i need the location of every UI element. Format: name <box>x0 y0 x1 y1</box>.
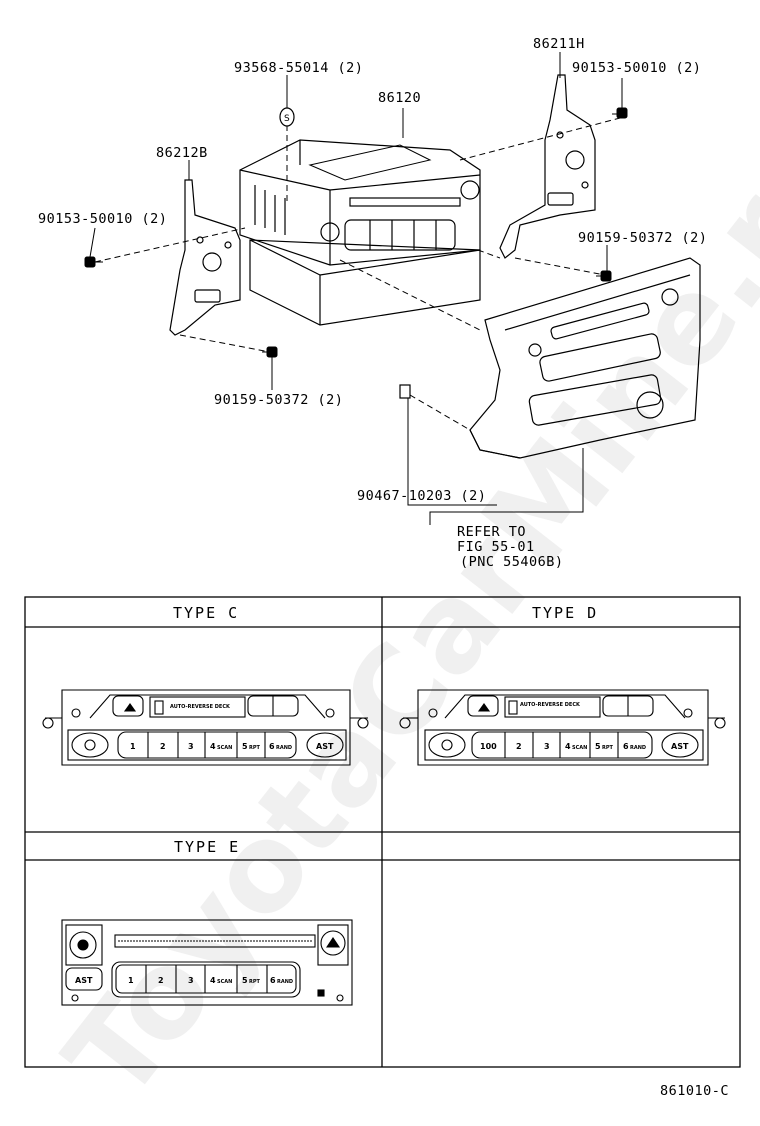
typee-btn-1: 1 <box>128 976 134 985</box>
typec-btn-4: 4 <box>210 742 216 751</box>
type-d-radio <box>399 689 726 766</box>
part-label-93568: 93568-55014 (2) <box>234 60 364 76</box>
typec-btn-2: 2 <box>160 742 166 751</box>
assembly-lines <box>94 117 621 431</box>
screw-90159-right <box>596 270 612 282</box>
type-e-radio <box>61 919 353 1006</box>
typee-btn-4: 4 <box>210 976 216 985</box>
part-label-86120: 86120 <box>378 90 422 106</box>
typed-rand: RAND <box>630 745 646 751</box>
typee-btn-2: 2 <box>158 976 164 985</box>
leader-lines <box>89 52 623 525</box>
typec-ast: AST <box>316 742 334 751</box>
typec-btn-3: 3 <box>188 742 194 751</box>
fasteners <box>84 107 628 358</box>
refer-line-3: (PNC 55406B) <box>460 554 564 570</box>
part-label-90153-left: 90153-50010 (2) <box>38 211 168 227</box>
typec-btn-1: 1 <box>130 742 136 751</box>
typee-scan: SCAN <box>217 979 232 985</box>
typec-rpt: RPT <box>249 745 261 751</box>
typee-btn-5: 5 <box>242 976 248 985</box>
radio-unit-86120 <box>239 139 481 326</box>
typed-btn-5: 5 <box>595 742 601 751</box>
typed-btn-2: 2 <box>516 742 522 751</box>
typed-btn-3: 3 <box>544 742 550 751</box>
typed-deck: AUTO-REVERSE DECK <box>520 702 581 708</box>
radio-button-labels: 1 2 3 4 SCAN 5 RPT 6 RAND AST AUTO-REVER… <box>75 702 689 985</box>
part-label-86212b: 86212B <box>156 145 208 161</box>
typed-rpt: RPT <box>602 745 614 751</box>
typed-scan: SCAN <box>572 745 587 751</box>
screw-90153-left <box>84 256 103 268</box>
typed-btn-100: 100 <box>480 742 497 751</box>
screw-90159-left <box>262 346 278 358</box>
typec-btn-5: 5 <box>242 742 248 751</box>
typee-btn-3: 3 <box>188 976 194 985</box>
type-c-title: TYPE C <box>173 604 240 622</box>
screw-90153-right <box>612 107 628 119</box>
typec-btn-6: 6 <box>269 742 275 751</box>
refer-line-2: FIG 55-01 <box>457 539 535 555</box>
part-label-90467: 90467-10203 (2) <box>357 488 487 504</box>
typec-rand: RAND <box>276 745 292 751</box>
part-label-90159-left: 90159-50372 (2) <box>214 392 344 408</box>
part-label-90153-right: 90153-50010 (2) <box>572 60 702 76</box>
typee-ast: AST <box>75 976 93 985</box>
typee-rpt: RPT <box>249 979 261 985</box>
type-d-title: TYPE D <box>532 604 599 622</box>
type-e-title: TYPE E <box>174 838 241 856</box>
typec-scan: SCAN <box>217 745 232 751</box>
part-label-86211h: 86211H <box>533 36 585 52</box>
typed-btn-6: 6 <box>623 742 629 751</box>
face-panel <box>469 257 701 459</box>
typed-ast: AST <box>671 742 689 751</box>
typed-btn-4: 4 <box>565 742 571 751</box>
typee-btn-6: 6 <box>270 976 276 985</box>
clip-90467 <box>399 384 411 399</box>
typec-deck: AUTO-REVERSE DECK <box>170 704 231 710</box>
part-label-90159-right: 90159-50372 (2) <box>578 230 708 246</box>
svg-text:S: S <box>284 114 290 124</box>
type-c-radio <box>42 689 369 766</box>
bracket-86211h <box>499 74 596 259</box>
bracket-86212b <box>169 179 241 336</box>
type-table <box>24 596 741 1068</box>
figure-code: 861010-C <box>660 1083 730 1099</box>
clip-93568: S <box>279 107 295 127</box>
typee-rand: RAND <box>277 979 293 985</box>
refer-line-1: REFER TO <box>457 524 527 540</box>
